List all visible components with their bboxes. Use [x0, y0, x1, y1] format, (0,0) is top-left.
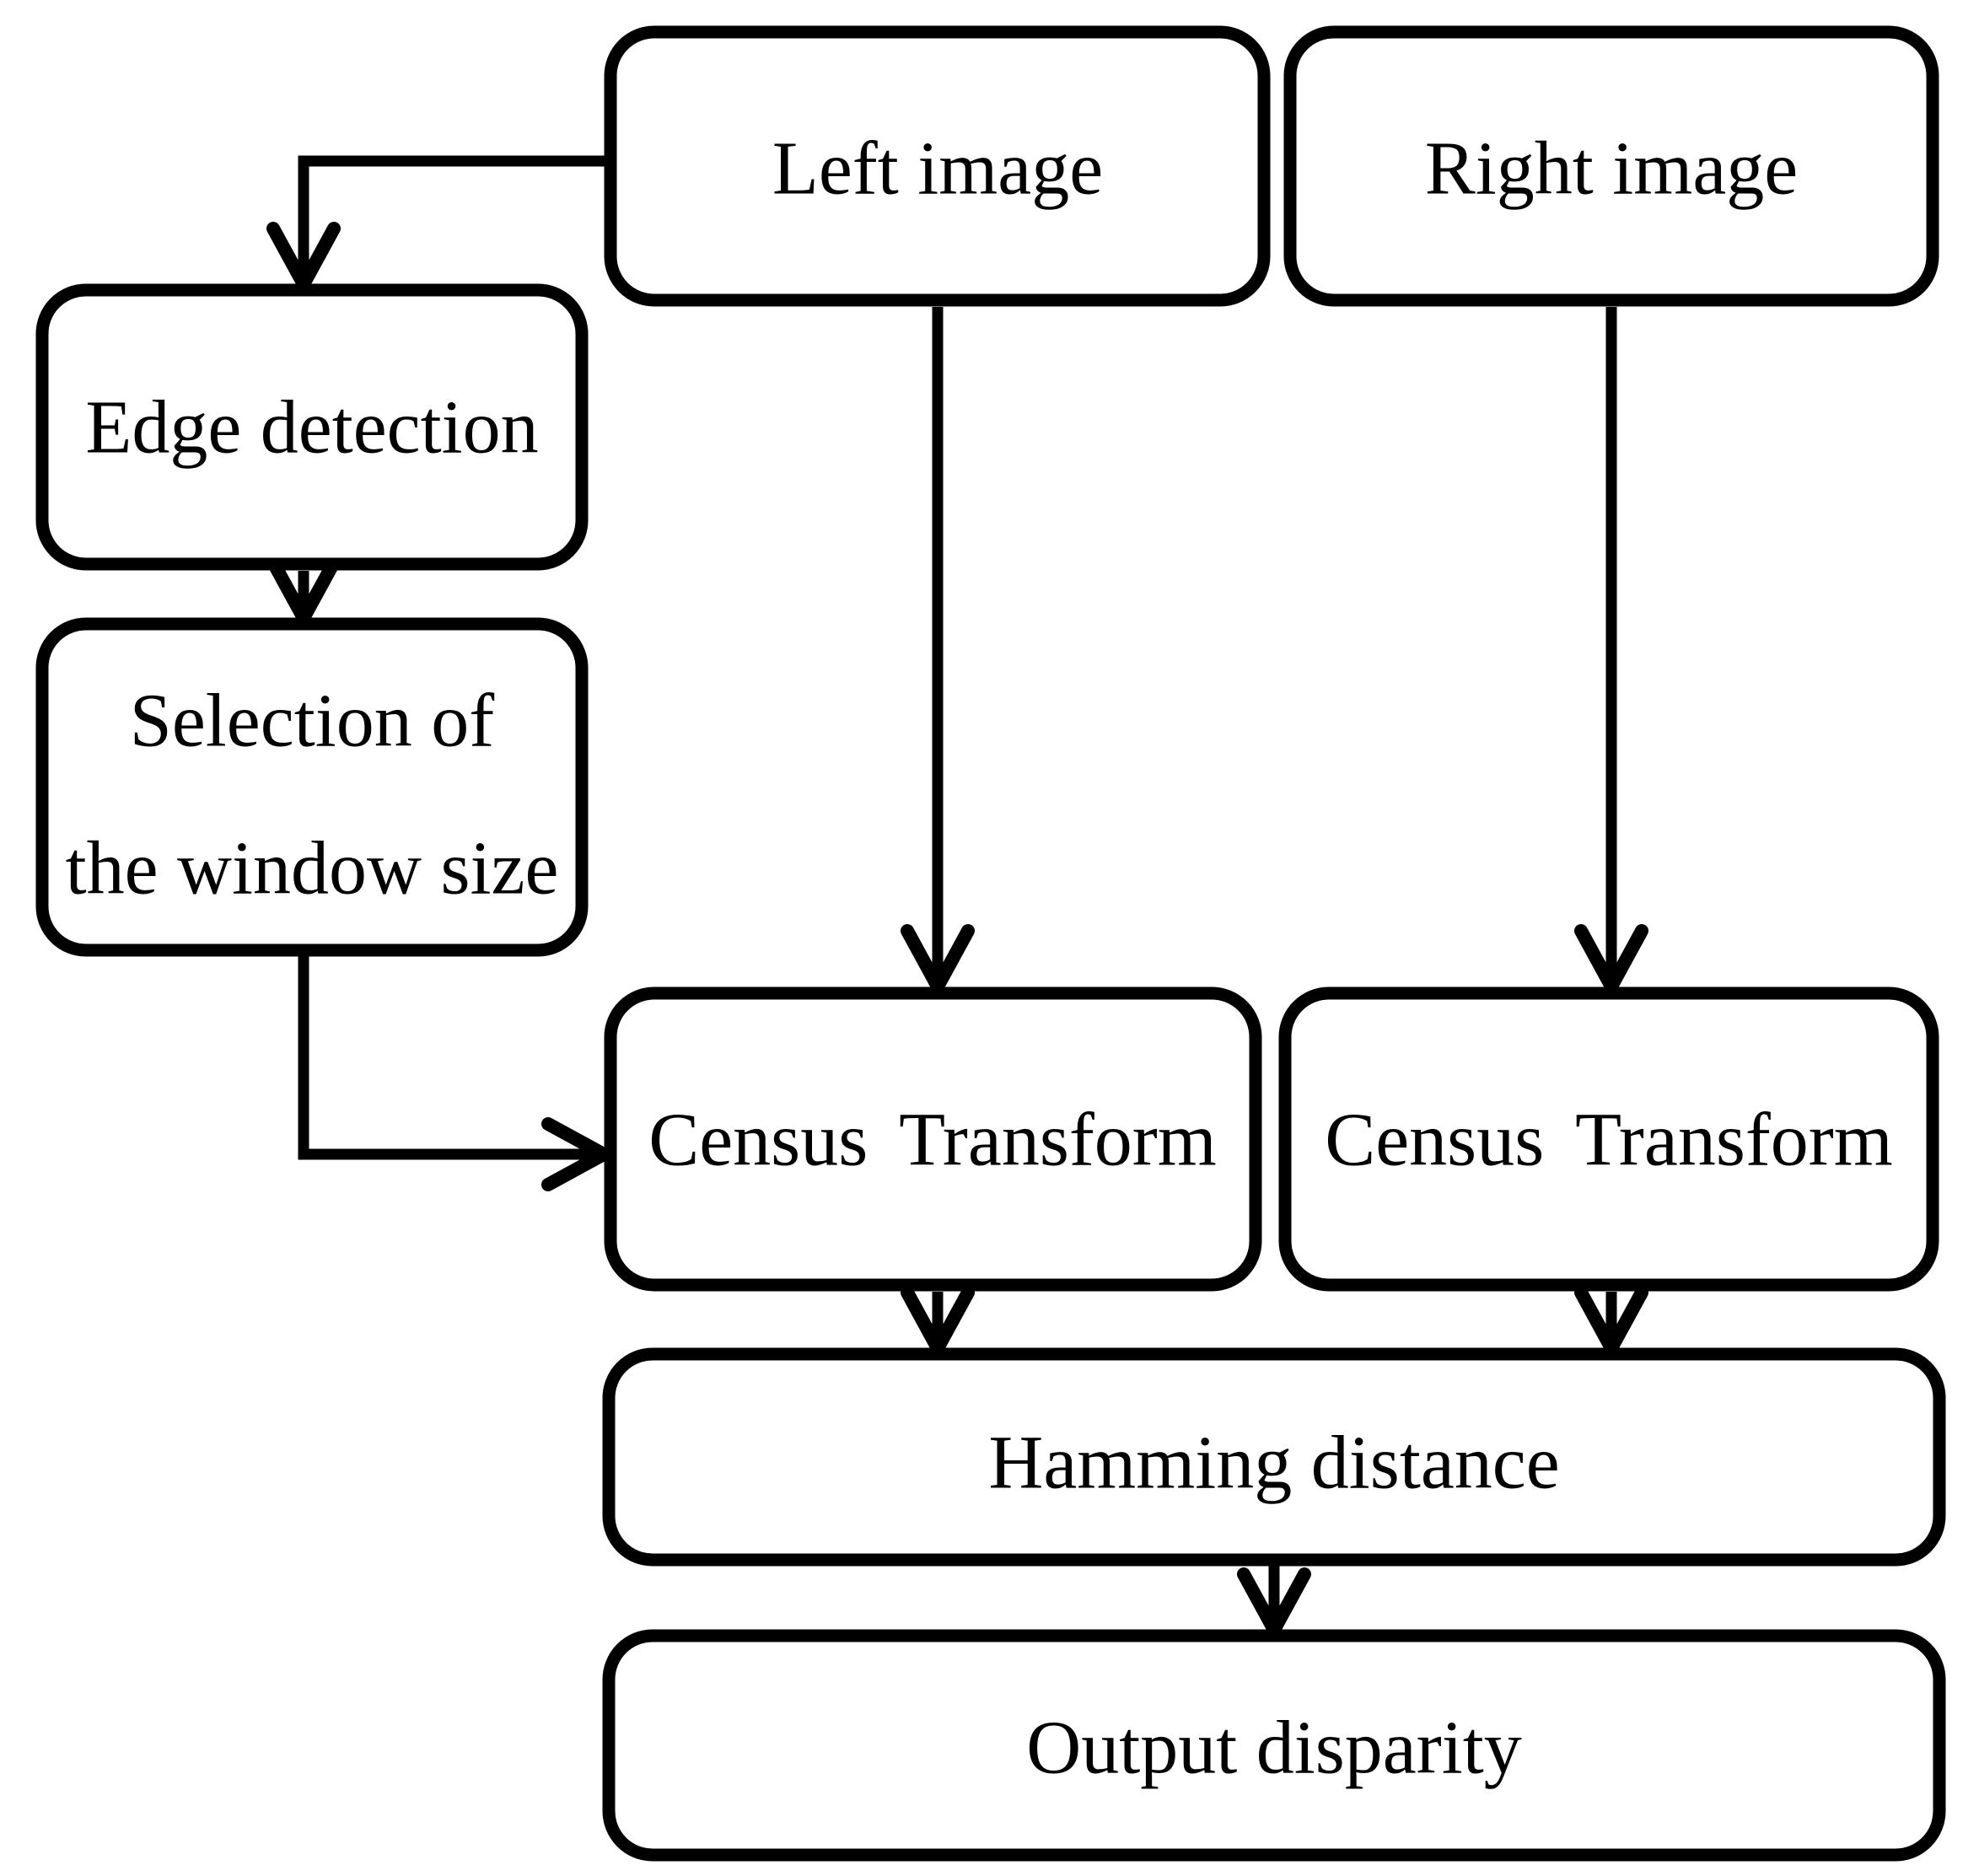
arrowhead-down-census-right: [1574, 924, 1648, 993]
node-edge-detection: [35, 283, 589, 571]
node-census-transform-right: [1278, 986, 1939, 1292]
arrow-left-image-to-edge-detection: [298, 155, 605, 278]
node-window-selection: [35, 617, 589, 957]
node-left-image: [604, 25, 1271, 307]
arrowhead-right-census-left: [541, 1117, 610, 1191]
node-window-selection-label-line2: the window size: [66, 827, 559, 911]
node-census-transform-right-label: Census Transform: [1325, 1099, 1893, 1182]
node-census-transform-left-label: Census Transform: [648, 1099, 1217, 1182]
node-output-disparity: [602, 1629, 1946, 1862]
arrowhead-down-census-left: [901, 924, 975, 993]
node-edge-detection-label: Edge detection: [85, 386, 538, 470]
node-hamming-distance: [602, 1347, 1946, 1567]
arrow-window-selection-to-census-left: [298, 956, 597, 1160]
node-output-disparity-label: Output disparity: [1026, 1707, 1521, 1790]
node-left-image-label: Left image: [772, 127, 1103, 211]
node-hamming-distance-label: Hamming distance: [988, 1422, 1559, 1505]
node-right-image-label: Right image: [1425, 127, 1798, 211]
node-right-image: [1283, 25, 1939, 307]
node-census-transform-left: [604, 986, 1262, 1292]
node-window-selection-label-line1: Selection of: [130, 680, 494, 763]
